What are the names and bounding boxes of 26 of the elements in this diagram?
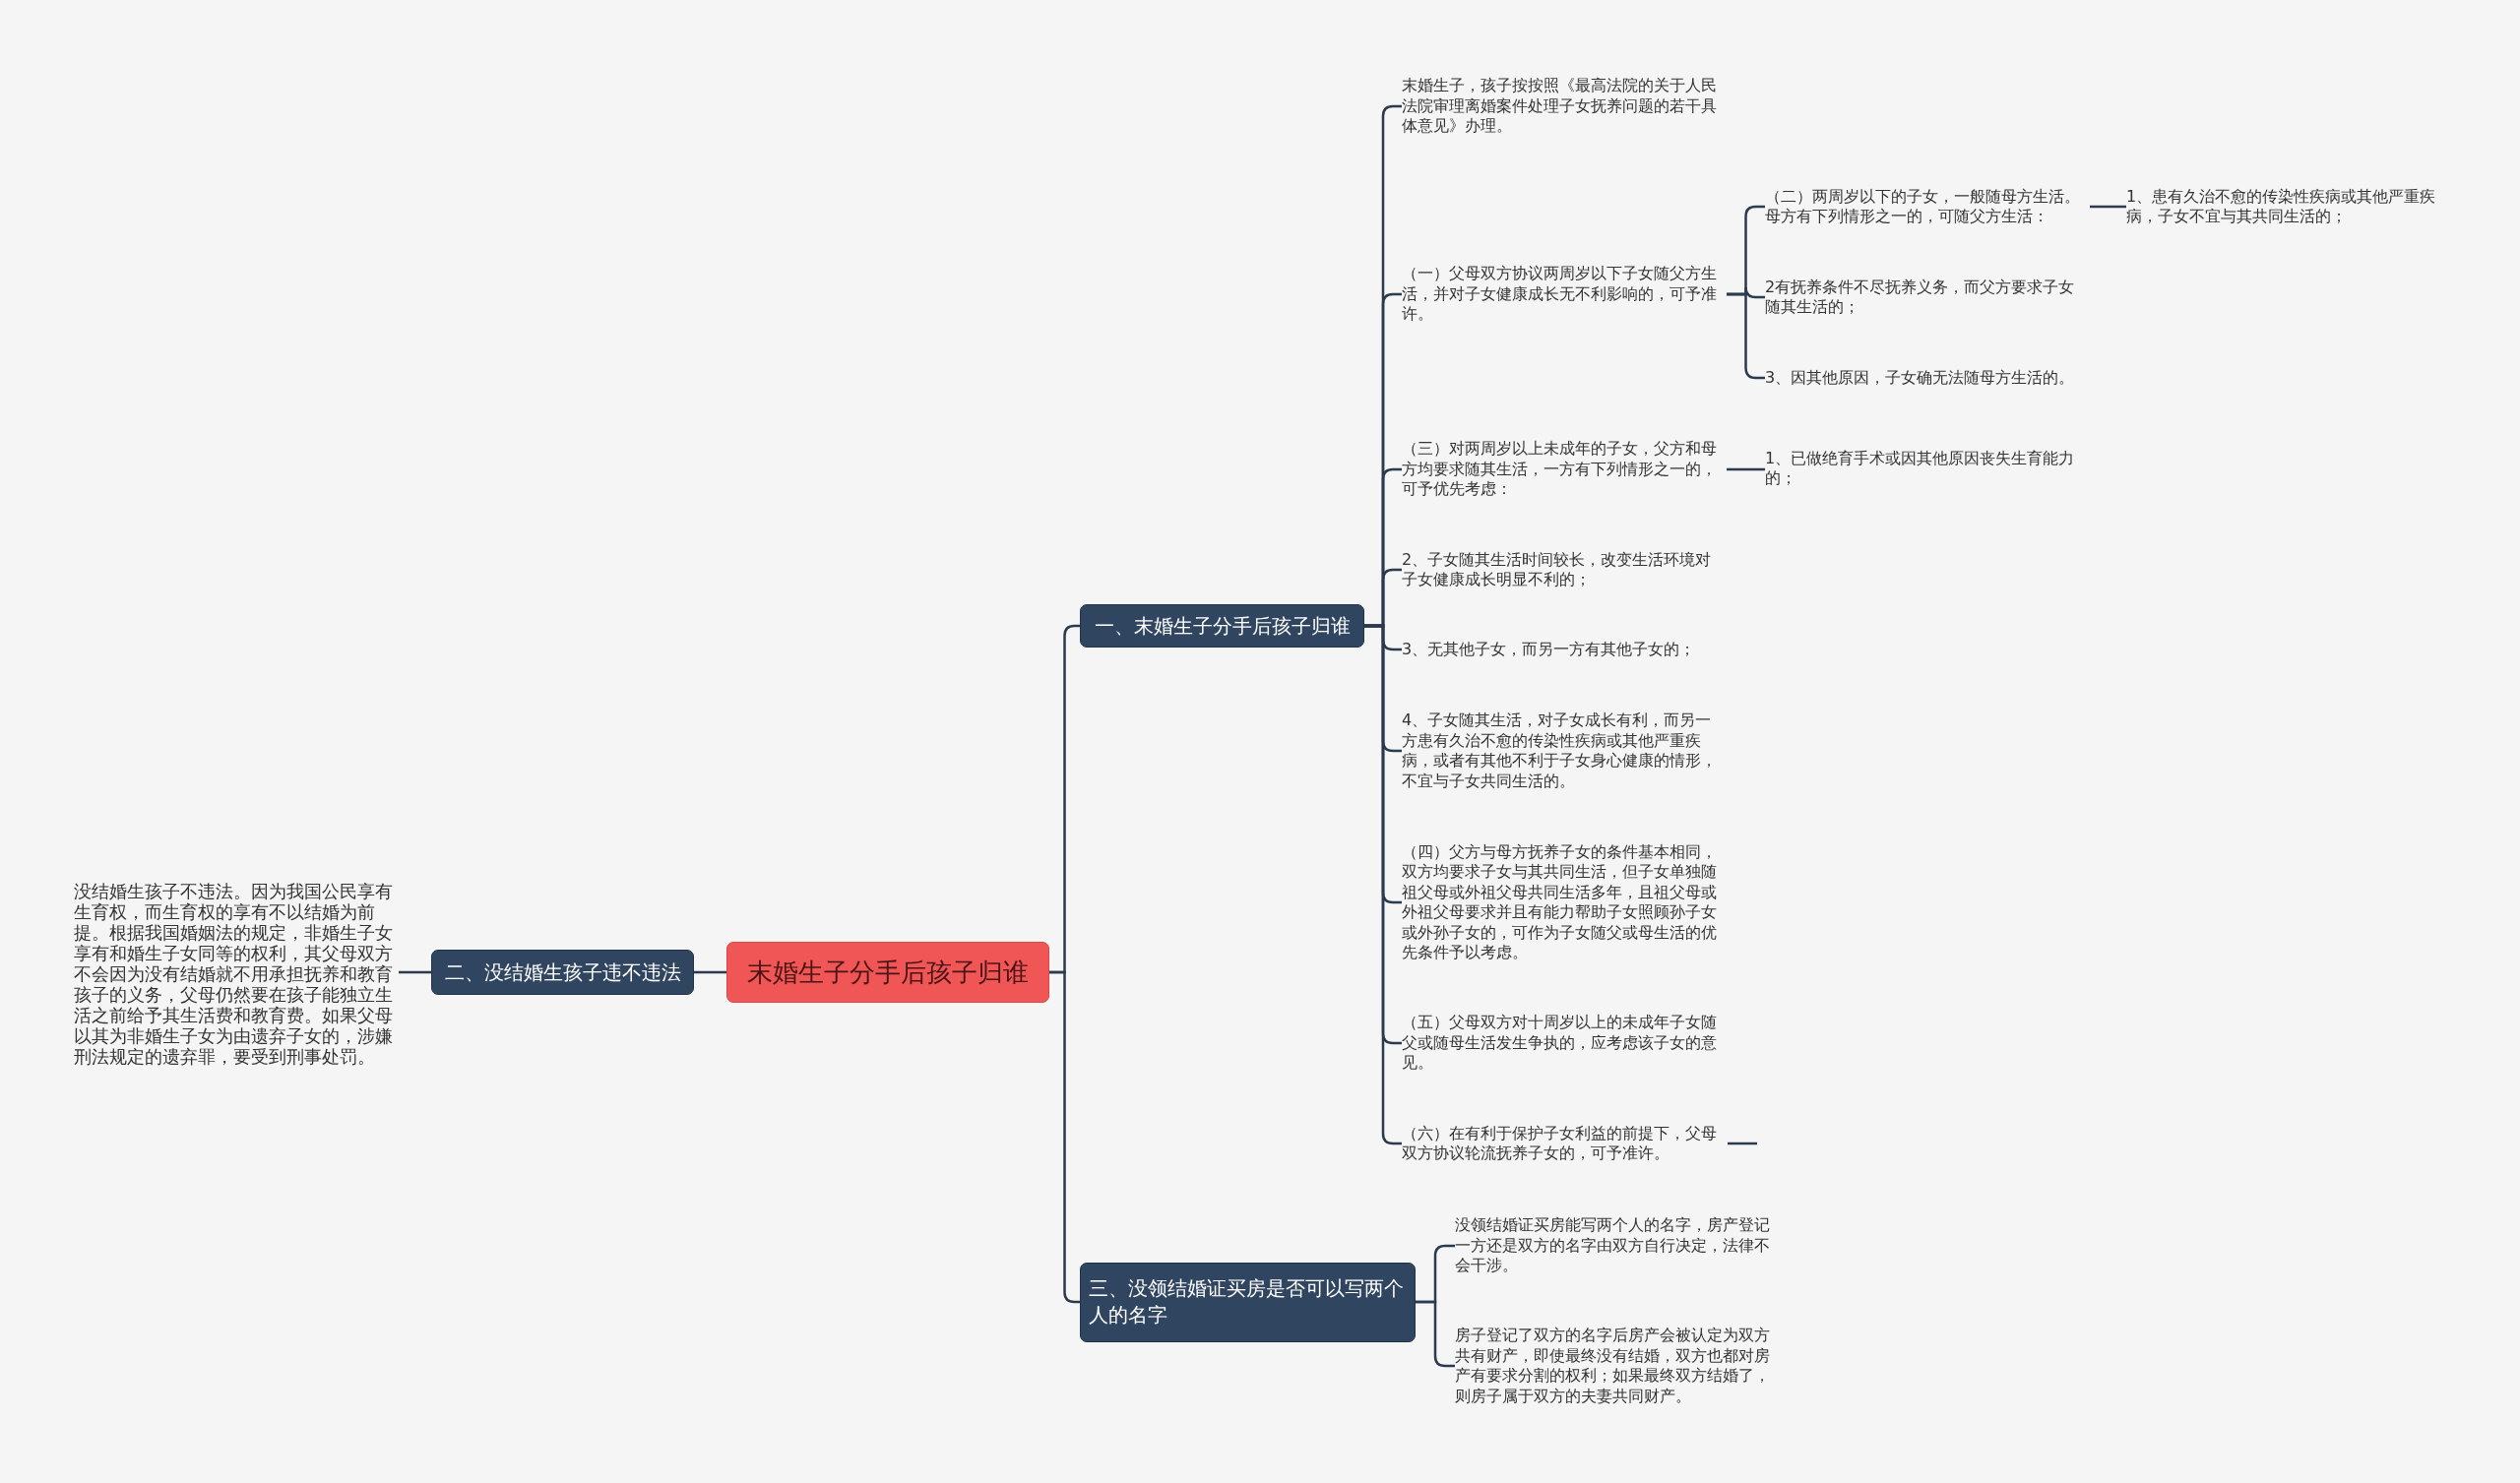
topic-text: （二）两周岁以下的子女，一般随母方生活。母方有下列情形之一的，可随父方生活： (1765, 186, 2090, 227)
connector-line (1728, 1142, 1757, 1145)
topic-box: 二、没结婚生孩子违不违法 (431, 950, 694, 995)
topic-box: 一、末婚生子分手后孩子归谁 (1080, 604, 1364, 648)
topic-text: 1、已做绝育手术或因其他原因丧失生育能力的； (1765, 448, 2090, 489)
topic-text: （一）父母双方协议两周岁以下子女随父方生活，并对子女健康成长无不利影响的，可予准许。 (1402, 264, 1727, 325)
connector-line (1727, 467, 1765, 471)
topic-text: （四）父方与母方抚养子女的条件基本相同，双方均要求子女与其共同生活，但子女单独随祖父母或外祖父母共同生活多年，且祖父母或外祖父母要求并且有能力帮助子女照顾孙子女或外孙子女的，可作为子女随父或母生活的优先条件予以考虑。 (1402, 841, 1727, 963)
topic-text: 2有抚养条件不尽抚养义务，而父方要求子女随其生活的； (1765, 277, 2090, 318)
topic-box: 三、没领结婚证买房是否可以写两个人的名字 (1080, 1262, 1416, 1342)
topic-text: 3、因其他原因，子女确无法随母方生活的。 (1765, 367, 2090, 388)
topic-text: 没领结婚证买房能写两个人的名字，房产登记一方还是双方的名字由双方自行决定，法律不会干涉。 (1455, 1215, 1780, 1276)
central-topic-box: 末婚生子分手后孩子归谁 (726, 942, 1049, 1003)
topic-text: 4、子女随其生活，对子女成长有利，而另一方患有久治不愈的传染性疾病或其他严重疾病，或者有其他不利于子女身心健康的情形，不宜与子女共同生活的。 (1402, 711, 1727, 791)
topic-text: （五）父母双方对十周岁以上的未成年子女随父或随母生活发生争执的，应考虑该子女的意见。 (1402, 1013, 1727, 1074)
topic-text: 1、患有久治不愈的传染性疾病或其他严重疾病，子女不宜与其共同生活的； (2126, 186, 2451, 227)
topic-text: 没结婚生孩子不违法。因为我国公民享有生育权，而生育权的享有不以结婚为前提。根据我国婚姻法的规定，非婚生子女享有和婚生子女同等的权利，其父母双方不会因为没有结婚就不用承担抚养和教育孩子的义务，父母仍然要在孩子能独立生活之前给予其生活费和教育费。如果父母以其为非婚生子女为由遗弃子女的，涉嫌刑法规定的遗弃罪，要受到刑事处罚。 (74, 881, 399, 1068)
connector-line (694, 970, 726, 974)
topic-text: （三）对两周岁以上未成年的子女，父方和母方均要求随其生活，一方有下列情形之一的，可予优先考虑： (1402, 439, 1727, 500)
topic-text: 3、无其他子女，而另一方有其他子女的； (1402, 639, 1727, 659)
topic-text: 房子登记了双方的名字后房产会被认定为双方共有财产，即使最终没有结婚，双方也都对房产有要求分割的权利；如果最终双方结婚了，则房子属于双方的夫妻共同财产。 (1455, 1326, 1780, 1406)
connector-line (2090, 205, 2126, 209)
topic-text: 末婚生子，孩子按按照《最高法院的关于人民法院审理离婚案件处理子女抚养问题的若干具体意见》办理。 (1402, 76, 1727, 137)
topic-text: （六）在有利于保护子女利益的前提下，父母双方协议轮流抚养子女的，可予准许。 (1402, 1123, 1727, 1164)
connector-line (399, 970, 431, 974)
topic-text: 2、子女随其生活时间较长，改变生活环境对子女健康成长明显不利的； (1402, 549, 1727, 590)
